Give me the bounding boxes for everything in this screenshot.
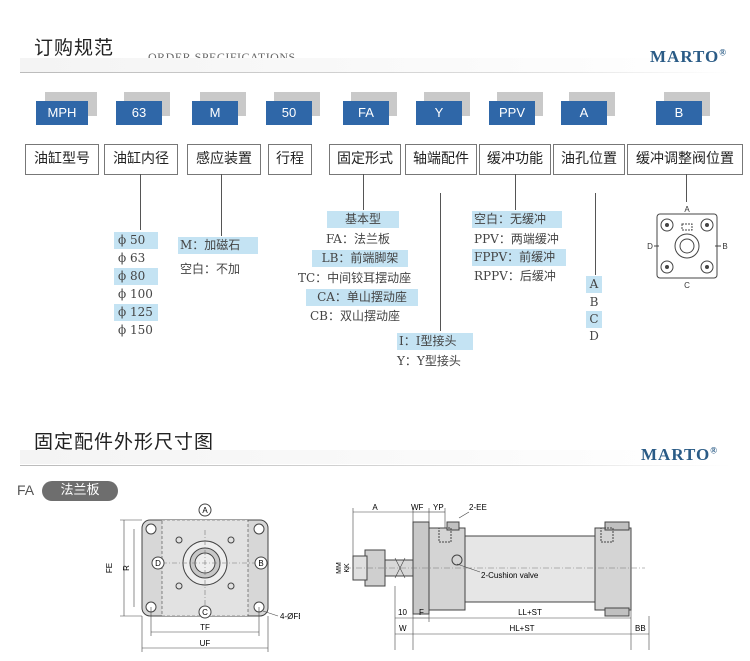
brand-logo-top: MARTO® (650, 47, 727, 67)
field-model: 油缸型号 (25, 144, 99, 175)
port-option: C (586, 311, 602, 328)
mount-option: CA：单山摆动座 (306, 289, 418, 306)
front-label-b: B (258, 559, 263, 568)
cushion-option: 空白：无缓冲 (472, 211, 562, 228)
code-sensor: M (192, 101, 238, 125)
valve-label-c: C (684, 281, 690, 290)
field-cushion: 缓冲功能 (479, 144, 551, 175)
code-rod-end: Y (416, 101, 462, 125)
dim-yp: YP (433, 503, 444, 512)
dim-tf: TF (200, 623, 210, 632)
port-option: A (586, 276, 602, 293)
brand-name: MARTO (650, 47, 720, 66)
valve-label-d: D (647, 242, 653, 251)
port-option: D (589, 329, 599, 343)
mount-option: LB：前端脚架 (312, 250, 408, 267)
header-band (20, 58, 720, 72)
code-valve: B (656, 101, 702, 125)
code-model: MPH (36, 101, 88, 125)
fa-code: FA (17, 482, 35, 498)
dim-kk: KK (344, 563, 351, 573)
cushion-valve-label: 2-Cushion valve (481, 571, 539, 580)
mount-option: TC：中间铰耳摆动座 (298, 271, 412, 285)
bore-option: ϕ 150 (118, 323, 153, 337)
connector-cushion (515, 174, 516, 210)
mount-option: FA：法兰板 (326, 232, 390, 246)
bore-option: ϕ 63 (118, 251, 146, 265)
cushion-option: PPV：两端缓冲 (474, 232, 559, 246)
mount-option: 基本型 (327, 211, 399, 228)
front-label-a: A (202, 506, 208, 515)
field-port: 油孔位置 (553, 144, 625, 175)
header-band (20, 450, 720, 464)
dim-wf: WF (411, 503, 424, 512)
front-label-d: D (155, 559, 161, 568)
field-stroke: 行程 (268, 144, 312, 175)
dim-w: W (399, 624, 407, 633)
dim-f: F (419, 608, 424, 617)
brand-name: MARTO (641, 445, 711, 464)
section2-rule (20, 465, 730, 466)
flange-front-view: A D B C FE R TF UF 4-ØFB (105, 503, 300, 652)
dim-ten: 10 (398, 608, 407, 617)
dim-ll-st: LL+ST (518, 608, 542, 617)
valve-label-a: A (684, 205, 690, 214)
dim-bb: BB (635, 624, 646, 633)
field-mount: 固定形式 (329, 144, 401, 175)
rod-end-option: Y：Y型接头 (397, 354, 461, 368)
code-port: A (561, 101, 607, 125)
brand-mark: ® (719, 47, 727, 58)
sensor-option: 空白：不加 (180, 262, 241, 276)
bore-option: ϕ 125 (114, 304, 158, 321)
fa-label-pill: 法兰板 (42, 481, 118, 501)
header-rule (20, 72, 730, 73)
connector-mount (363, 174, 364, 210)
valve-label-b: B (722, 242, 727, 251)
dim-r: R (122, 565, 131, 571)
connector-rod-end (440, 193, 441, 331)
cushion-option: FPPV：前缓冲 (472, 249, 566, 266)
dim-ee: 2-EE (469, 503, 487, 512)
field-valve: 缓冲调整阀位置 (627, 144, 743, 175)
dim-uf: UF (200, 639, 211, 648)
dim-mm: MM (336, 562, 343, 574)
connector-port (595, 193, 596, 275)
field-sensor: 感应装置 (187, 144, 261, 175)
brand-mark: ® (710, 445, 718, 456)
field-bore: 油缸内径 (104, 144, 178, 175)
dim-a: A (372, 503, 378, 512)
order-spec-title: 订购规范 (34, 37, 115, 59)
dim-hl-st: HL+ST (509, 624, 534, 633)
port-option: B (589, 295, 599, 309)
connector-valve (686, 174, 687, 202)
sensor-option: M：加磁石 (178, 237, 258, 254)
cushion-option: RPPV：后缓冲 (474, 269, 556, 283)
field-rod-end: 轴端配件 (405, 144, 477, 175)
valve-position-diagram: A D B C (647, 205, 728, 290)
bore-option: ϕ 50 (114, 232, 158, 249)
code-cushion: PPV (489, 101, 535, 125)
code-stroke: 50 (266, 101, 312, 125)
mount-option: CB：双山摆动座 (310, 309, 401, 323)
bore-option: ϕ 80 (114, 268, 158, 285)
cylinder-side-view: A WF YP 2-EE MM KK 2-Cushion valve 10 F … (336, 503, 650, 650)
code-mount: FA (343, 101, 389, 125)
code-bore: 63 (116, 101, 162, 125)
bore-option: ϕ 100 (118, 287, 153, 301)
brand-logo-bottom: MARTO® (641, 445, 718, 465)
dim-fe: FE (105, 563, 114, 573)
dimension-title: 固定配件外形尺寸图 (34, 431, 215, 453)
connector-sensor (221, 174, 222, 236)
dim-fb: 4-ØFB (280, 612, 300, 621)
connector-bore (140, 174, 141, 230)
front-label-c: C (202, 608, 208, 617)
rod-end-option: I：I型接头 (397, 333, 473, 350)
